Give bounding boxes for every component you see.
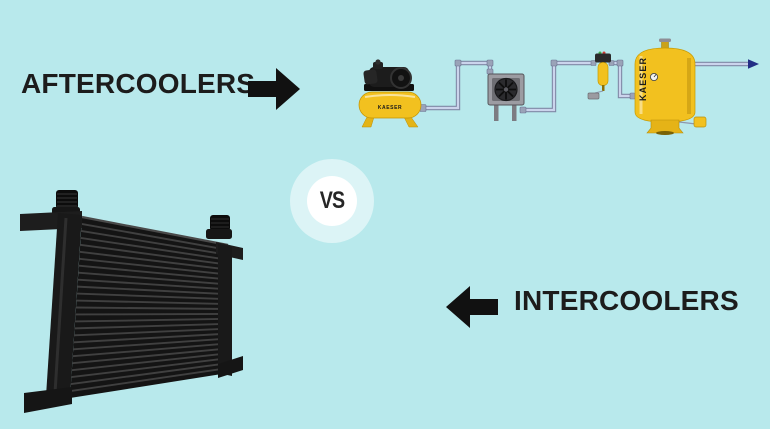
cooler-fan-icon (494, 77, 518, 102)
radiator-fitting-right (206, 215, 232, 239)
vs-circle: VS (307, 176, 357, 226)
pipe-line (423, 61, 749, 112)
radiator-fins (70, 223, 229, 392)
air-filter (587, 51, 611, 100)
filter-drain-tray (587, 92, 600, 100)
filter-bowl (597, 62, 609, 86)
air-compressor: KAESER (358, 59, 422, 128)
tank-drain-box (693, 116, 707, 128)
left-arrow-icon (446, 286, 500, 333)
aftercoolers-label: AFTERCOOLERS (21, 68, 256, 99)
radiator-right-bracket (216, 242, 243, 378)
intercooler-radiator-photo (20, 190, 243, 413)
receiver-body (634, 47, 696, 123)
compressor-tank (358, 91, 422, 119)
radiator-left-bracket (20, 211, 82, 413)
receiver-brand-label: KAESER (638, 57, 648, 101)
compressor-brand-label: KAESER (378, 105, 402, 111)
intercoolers-label: INTERCOOLERS (514, 285, 739, 316)
pressure-gauge-icon (649, 72, 659, 82)
vs-label: VS (319, 187, 345, 214)
compressor-legs (361, 116, 419, 128)
right-arrow-icon (246, 68, 300, 115)
aftercooler-heat-exchanger (487, 73, 525, 121)
compressor-motor (363, 59, 414, 91)
compressed-air-system-diagram: KAESER (358, 38, 759, 135)
air-receiver-tank: KAESER (634, 38, 707, 135)
pipe-outline (423, 60, 749, 113)
receiver-skirt (646, 119, 684, 134)
flow-arrow-icon (748, 59, 759, 69)
